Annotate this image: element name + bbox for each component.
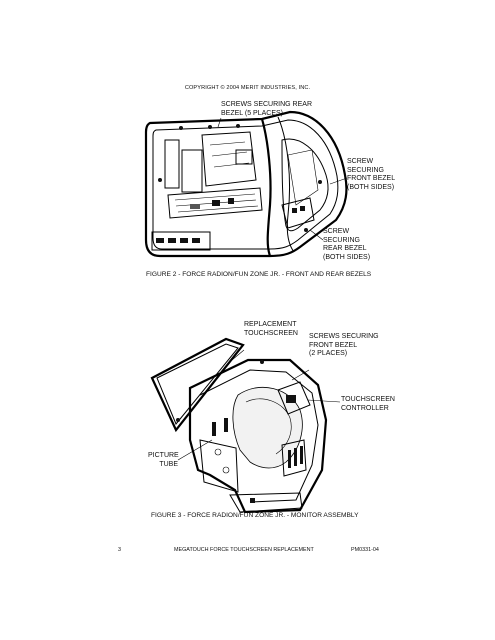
figure-2-caption: FIGURE 2 - FORCE RADION/FUN ZONE JR. - F… <box>146 271 372 278</box>
label-replacement-touchscreen: REPLACEMENT TOUCHSCREEN <box>244 321 298 337</box>
label-front-bezel-screw: SCREW SECURING FRONT BEZEL (BOTH SIDES) <box>347 158 396 191</box>
footer-title: MEGATOUCH FORCE TOUCHSCREEN REPLACEMENT <box>174 547 314 553</box>
copyright-notice: COPYRIGHT © 2004 MERIT INDUSTRIES, INC. <box>184 85 311 91</box>
figure-3-caption: FIGURE 3 - FORCE RADION/FUN ZONE JR. - M… <box>151 512 359 519</box>
label-touchscreen-controller: TOUCHSCREEN CONTROLLER <box>341 396 395 412</box>
label-rear-bezel-side-screw: SCREW SECURING REAR BEZEL (BOTH SIDES) <box>323 228 371 261</box>
document-id: PM0331-04 <box>351 547 379 553</box>
label-picture-tube: PICTURE TUBE <box>148 452 179 468</box>
page-number: 3 <box>118 547 121 553</box>
label-front-bezel-screws: SCREWS SECURING FRONT BEZEL (2 PLACES) <box>309 333 379 358</box>
label-rear-bezel-screws: SCREWS SECURING REAR BEZEL (5 PLACES) <box>221 101 313 117</box>
